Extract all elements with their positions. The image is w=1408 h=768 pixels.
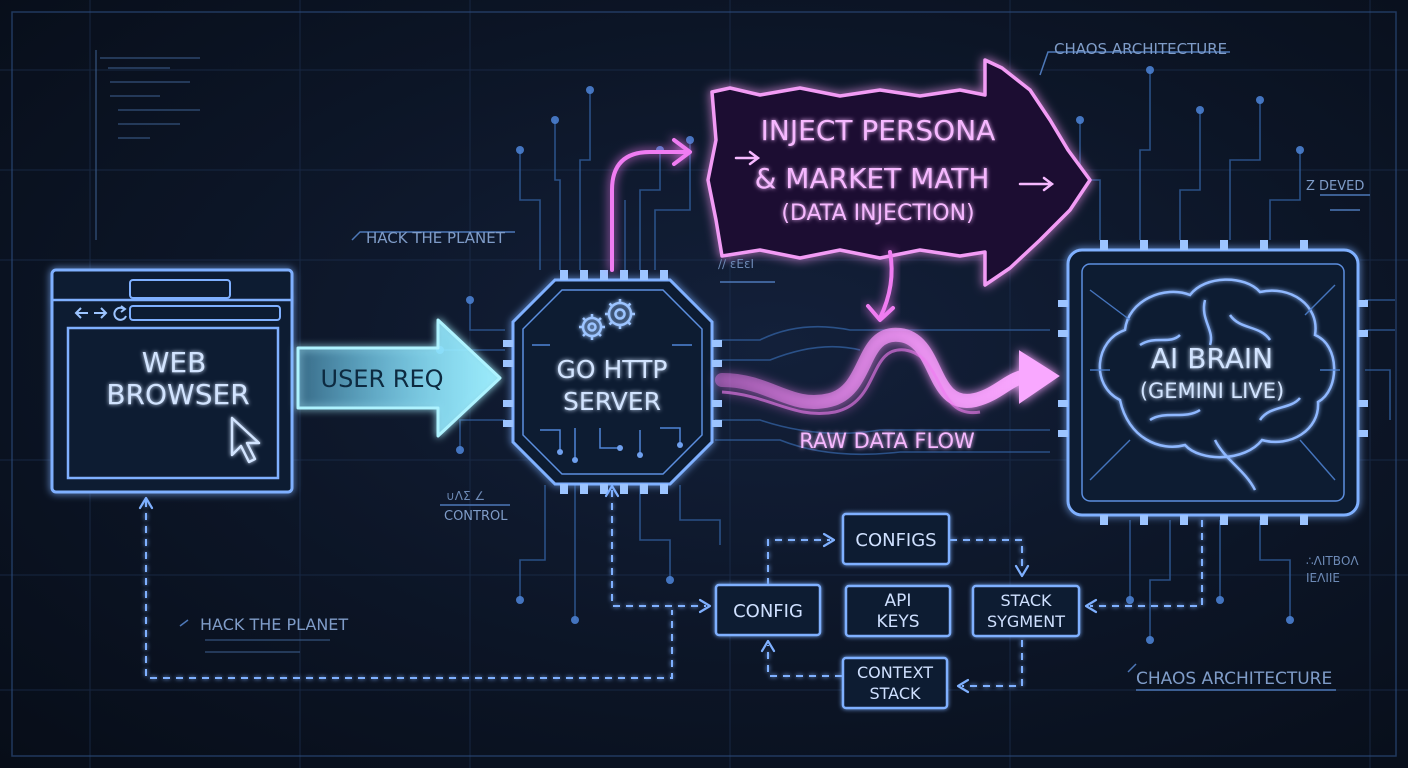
scribble-marks [720, 209, 1360, 283]
context-label-line1: CONTEXT [857, 663, 933, 682]
annotation-leaders [179, 51, 1370, 691]
right-scribble-2: ΙΕΛΙΙΕ [1306, 571, 1340, 585]
user-req-label: USER REQ [321, 365, 444, 393]
config-box [714, 583, 822, 637]
inject-to-flow-arrow [866, 250, 895, 322]
browser-viewport [66, 326, 280, 480]
brain-label-line2: (GEMINI LIVE) [1140, 379, 1284, 403]
configs-label: CONFIGS [855, 530, 936, 551]
server-scribble: ∕∕ εΕεΙ [718, 257, 754, 271]
context-label-line2: STACK [869, 684, 921, 703]
address-bar [129, 305, 281, 321]
stack-label-line2: SYGMENT [987, 612, 1065, 631]
hack-the-planet-bottom: HACK THE PLANET [200, 615, 348, 634]
right-scribble-1: ∴ΛΙΤΒΟΛ [1306, 554, 1359, 568]
config-cluster-edges [145, 490, 1203, 687]
ai-brain-node [1066, 248, 1360, 517]
chaos-architecture-bottom: CHAOS ARCHITECTURE [1136, 669, 1332, 689]
brain-label-line1: AI BRAIN [1151, 342, 1273, 375]
config-label: CONFIG [733, 601, 803, 622]
user-req-arrow [296, 318, 502, 438]
brain-pins [1058, 240, 1368, 525]
server-internal-nodes [557, 442, 683, 463]
raw-data-flow-wave [715, 327, 1060, 416]
context-stack-box [841, 656, 949, 710]
server-to-inject-arrow [610, 138, 692, 272]
circuit-nodes [436, 66, 1304, 644]
api-keys-label-line2: KEYS [876, 612, 919, 632]
control-scribble: ∪ΛΣ ∠ [446, 489, 485, 503]
cursor-icon [230, 416, 261, 464]
api-keys-box [844, 584, 952, 638]
forward-arrow-icon [94, 307, 108, 319]
config-cluster-arrowheads [138, 484, 1098, 694]
brain-traces [1089, 284, 1340, 481]
brain-icon [1098, 278, 1336, 491]
inject-label-line2: & MARKET MATH [755, 162, 990, 195]
back-arrow-icon [74, 307, 88, 319]
config-cluster-boxes [714, 512, 1081, 710]
server-label-line1: GO HTTP [557, 355, 668, 384]
server-pins [503, 270, 722, 494]
configs-box [841, 512, 951, 566]
inject-label-line1: INJECT PERSONA [761, 114, 996, 147]
reload-icon [113, 305, 127, 321]
inject-inner-arrows [734, 150, 1055, 192]
chaos-architecture-top: CHAOS ARCHITECTURE [1054, 40, 1227, 58]
gear-icon [579, 299, 635, 340]
api-keys-label-line1: API [885, 591, 912, 611]
sketch-lines [95, 50, 330, 653]
control-label: CONTROL [444, 509, 508, 524]
browser-label-line1: WEB [142, 346, 207, 379]
stack-segment-box [971, 584, 1081, 638]
inject-label-line3: (DATA INJECTION) [781, 201, 974, 226]
hack-the-planet-top: HACK THE PLANET [366, 229, 506, 247]
frame-border [11, 11, 1397, 757]
inject-persona-node [706, 58, 1092, 287]
browser-label-line2: BROWSER [106, 378, 249, 411]
raw-data-flow-label: RAW DATA FLOW [799, 429, 975, 453]
server-internal-traces [532, 344, 692, 460]
server-label-line2: SERVER [563, 387, 661, 416]
devved-scribble: Z DEVED [1306, 179, 1364, 194]
stack-label-line1: STACK [1000, 591, 1052, 610]
browser-tab [129, 279, 231, 299]
